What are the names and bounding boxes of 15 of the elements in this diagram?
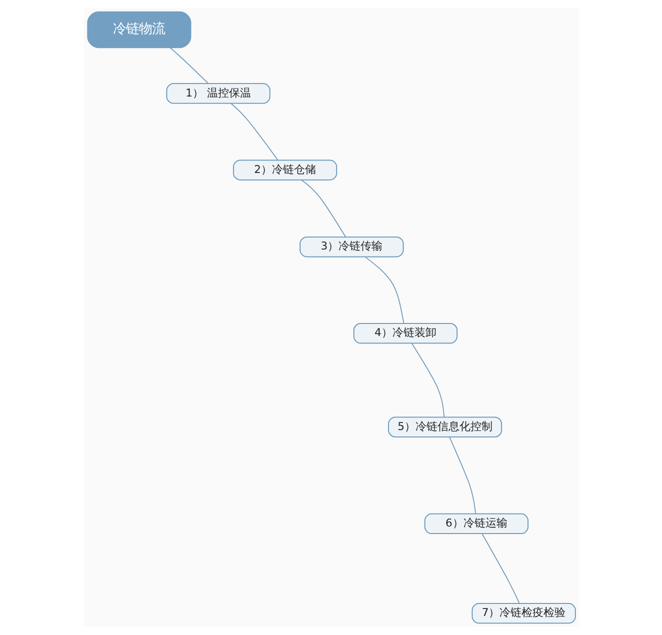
node-box: 冷链物流 (86, 11, 191, 48)
connector (481, 533, 520, 604)
node-box: 5）冷链信息化控制 (388, 416, 502, 438)
connector (169, 47, 208, 84)
connector (448, 436, 476, 514)
connector (410, 342, 444, 418)
node-box: 3）冷链传输 (299, 236, 404, 258)
connector (300, 180, 346, 238)
node-box: 2）冷链仓储 (232, 160, 337, 180)
connector (230, 103, 278, 160)
node-box: 7）冷链检疫检验 (471, 603, 576, 624)
node-box: 4）冷链装卸 (352, 323, 458, 344)
connector (364, 256, 404, 324)
node-box: 1） 温控保温 (166, 83, 270, 104)
node-box: 6）冷链运输 (424, 513, 528, 534)
